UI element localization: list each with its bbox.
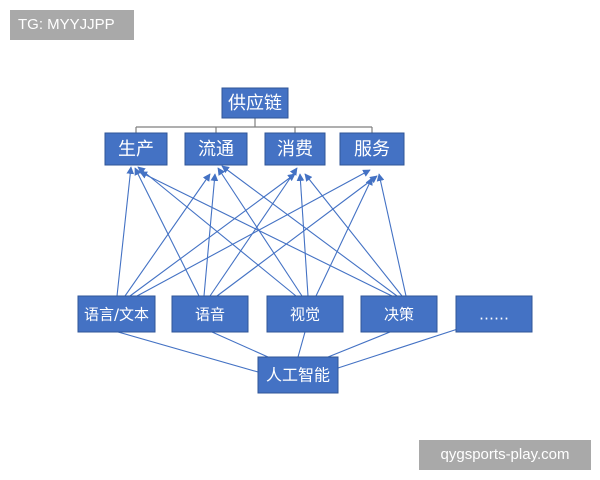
capability-box-more-label: …… bbox=[479, 306, 509, 324]
capability-to-stage-arrow bbox=[124, 173, 211, 297]
base-to-capability-line bbox=[297, 331, 306, 358]
capability-box-more: …… bbox=[455, 295, 533, 333]
capability-box-vision-label: 视觉 bbox=[290, 306, 320, 324]
root-box-supply-chain-label: 供应链 bbox=[228, 93, 282, 114]
tree-lines bbox=[135, 118, 373, 133]
base-box-artificial-intelligence-rect bbox=[257, 356, 339, 394]
base-to-capability-line bbox=[211, 331, 269, 358]
capability-box-decision: 决策 bbox=[360, 295, 438, 333]
capability-box-vision: 视觉 bbox=[266, 295, 344, 333]
base-to-capability-line bbox=[337, 324, 471, 369]
capability-box-speech-label: 语音 bbox=[195, 306, 225, 324]
capability-box-language-text: 语言/文本 bbox=[77, 295, 156, 333]
capability-to-stage-arrow bbox=[203, 173, 219, 297]
capability-to-stage-arrow bbox=[304, 173, 403, 297]
stage-box-circulation: 流通 bbox=[184, 132, 248, 166]
stage-box-service: 服务 bbox=[339, 132, 405, 166]
root-box-supply-chain-rect bbox=[221, 87, 289, 119]
stage-box-production: 生产 bbox=[104, 132, 168, 166]
capability-box-speech-rect bbox=[171, 295, 249, 333]
watermark-bottom: qygsports-play.com bbox=[419, 440, 591, 470]
capability-box-more-rect bbox=[455, 295, 533, 333]
root-box-supply-chain: 供应链 bbox=[221, 87, 289, 119]
capability-to-stage-arrow bbox=[296, 173, 309, 297]
capability-arrows bbox=[116, 165, 407, 297]
capability-box-language-text-label: 语言/文本 bbox=[84, 306, 149, 324]
watermark-top: TG: MYYJJPP bbox=[10, 10, 134, 40]
capability-to-stage-arrow bbox=[116, 166, 135, 297]
capability-to-stage-arrow bbox=[139, 171, 393, 297]
capability-box-decision-label: 决策 bbox=[384, 306, 414, 324]
capability-to-stage-arrow bbox=[129, 173, 296, 297]
base-box-artificial-intelligence-label: 人工智能 bbox=[266, 366, 330, 385]
stage-box-production-label: 生产 bbox=[118, 139, 154, 160]
capability-to-stage-arrow bbox=[134, 167, 200, 297]
base-to-capability-line bbox=[327, 331, 391, 358]
stage-box-consumption-label: 消费 bbox=[277, 139, 313, 160]
stage-box-service-rect bbox=[339, 132, 405, 166]
capability-to-stage-arrow bbox=[137, 166, 297, 297]
capability-to-stage-arrow bbox=[221, 165, 398, 297]
stage-box-circulation-rect bbox=[184, 132, 248, 166]
stage-box-circulation-label: 流通 bbox=[198, 139, 234, 160]
capability-to-stage-arrow bbox=[136, 169, 371, 297]
stage-box-service-label: 服务 bbox=[354, 139, 390, 160]
capability-to-stage-arrow bbox=[217, 167, 303, 297]
capability-box-speech: 语音 bbox=[171, 295, 249, 333]
capability-to-stage-arrow bbox=[315, 177, 373, 297]
stage-box-consumption: 消费 bbox=[264, 132, 326, 166]
stage-box-production-rect bbox=[104, 132, 168, 166]
base-box-artificial-intelligence: 人工智能 bbox=[257, 356, 339, 394]
capability-to-stage-arrow bbox=[216, 175, 378, 297]
capability-box-language-text-rect bbox=[77, 295, 156, 333]
stage-box-consumption-rect bbox=[264, 132, 326, 166]
capability-to-stage-arrow bbox=[209, 167, 298, 297]
capability-box-vision-rect bbox=[266, 295, 344, 333]
base-to-capability-line bbox=[117, 331, 259, 373]
capability-to-stage-arrow bbox=[376, 173, 407, 297]
capability-box-decision-rect bbox=[360, 295, 438, 333]
base-connector-lines bbox=[117, 324, 471, 373]
